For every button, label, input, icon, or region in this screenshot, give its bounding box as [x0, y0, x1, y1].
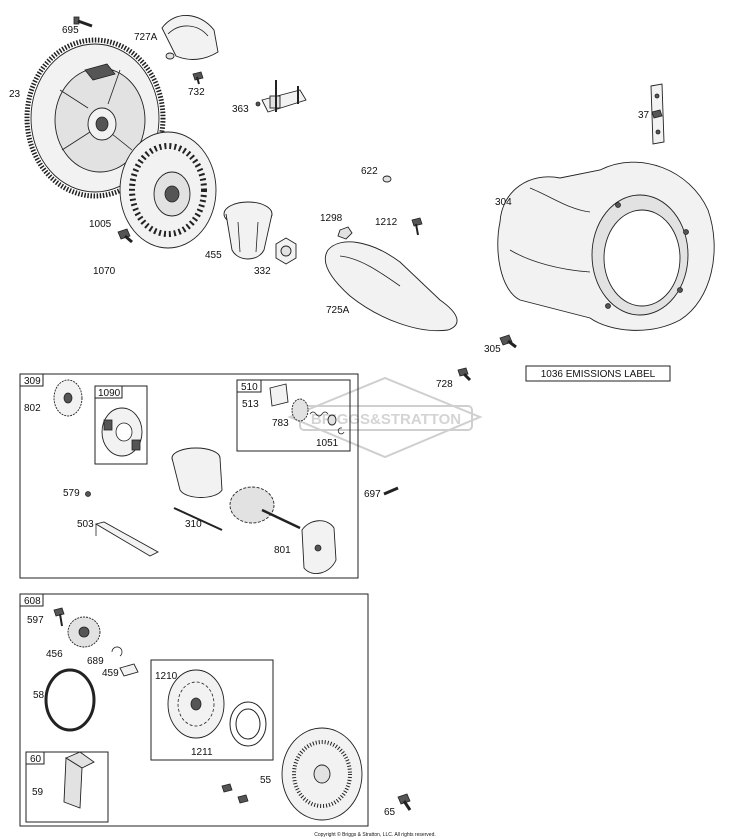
pawl-459-illustration [119, 663, 139, 677]
label-65: 65 [384, 807, 396, 818]
label-305: 305 [484, 344, 501, 355]
group-309-frame [19, 373, 359, 579]
label-363: 363 [232, 104, 249, 115]
guard-725a-illustration [324, 241, 458, 332]
screw-1212-illustration [411, 217, 423, 236]
group-608-frame [19, 593, 369, 827]
label-455: 455 [205, 250, 222, 261]
copyright-notice: Copyright © Briggs & Stratton, LLC. All … [314, 831, 436, 838]
pawl-456-illustration [67, 616, 101, 648]
label-1211: 1211 [191, 747, 213, 758]
label-689: 689 [87, 656, 104, 667]
bolt-305-illustration [499, 334, 517, 349]
label-513: 513 [242, 399, 259, 410]
screen-455-illustration [223, 201, 273, 260]
bracket-503-illustration [94, 521, 159, 557]
label-801: 801 [274, 545, 291, 556]
bracket-363-illustration [255, 80, 307, 113]
end-cap-801-illustration [301, 520, 337, 575]
armature-illustration [229, 486, 301, 530]
bolt-697-illustration [383, 486, 399, 496]
nut-332-illustration [275, 237, 297, 265]
plate-802-illustration [53, 379, 83, 417]
rope-58-illustration [44, 668, 96, 732]
label-597: 597 [27, 615, 44, 626]
label-1051: 1051 [316, 438, 339, 449]
label-579: 579 [63, 488, 80, 499]
group-608-tag [19, 593, 44, 607]
label-697: 697 [364, 489, 381, 500]
label-622: 622 [361, 166, 378, 177]
label-728: 728 [436, 379, 453, 390]
label-727a: 727A [134, 32, 158, 43]
group-510-tag [236, 379, 262, 393]
spring-1211-illustration [229, 701, 267, 747]
group-1090-tag [94, 385, 123, 399]
fan-1005-illustration [119, 131, 217, 249]
group-60-tag [25, 751, 45, 765]
housing-304-illustration [497, 161, 715, 331]
label-60: 60 [30, 754, 42, 765]
pulley-1210-illustration [167, 669, 225, 739]
label-58: 58 [33, 690, 45, 701]
plate-37-illustration [650, 83, 665, 145]
label-1298: 1298 [320, 213, 343, 224]
handle-59-illustration [63, 751, 95, 809]
bolt-310-illustration [173, 507, 223, 531]
label-510: 510 [241, 382, 258, 393]
watermark-text: BRIGGS&STRATTON [311, 411, 461, 428]
nut-1298-illustration [337, 226, 353, 240]
bolt-1070-illustration [117, 228, 133, 244]
frame-illustration [171, 447, 223, 498]
label-456: 456 [46, 649, 63, 660]
label-309: 309 [24, 376, 41, 387]
emissions-label: 1036 EMISSIONS LABEL [541, 369, 656, 380]
label-37: 37 [638, 110, 650, 121]
label-732: 732 [188, 87, 205, 98]
label-1210: 1210 [155, 671, 178, 682]
screw-732-illustration [192, 71, 204, 85]
label-23: 23 [9, 89, 21, 100]
label-310: 310 [185, 519, 202, 530]
starter-55-illustration [281, 727, 363, 821]
bolt-695-illustration [73, 16, 93, 28]
label-459: 459 [102, 668, 119, 679]
bolt-728-illustration [457, 367, 472, 382]
label-55: 55 [260, 775, 272, 786]
bolt-65-illustration [397, 793, 412, 811]
label-304: 304 [495, 197, 512, 208]
group-1210-frame [150, 659, 274, 761]
bolts-starter-illustration [221, 783, 249, 804]
label-802: 802 [24, 403, 41, 414]
flywheel-illustration [24, 37, 166, 199]
group-60-frame [25, 751, 109, 823]
label-1005: 1005 [89, 219, 112, 230]
nut-579-illustration [85, 491, 91, 497]
label-1212: 1212 [375, 217, 398, 228]
screw-597-illustration [53, 607, 65, 627]
label-608: 608 [24, 596, 41, 607]
label-1090: 1090 [98, 388, 121, 399]
label-1070: 1070 [93, 266, 116, 277]
shield-727a-illustration [161, 15, 219, 60]
drive-510-illustration [269, 383, 345, 435]
emissions-label-box [525, 365, 671, 382]
label-725a: 725A [326, 305, 350, 316]
label-332: 332 [254, 266, 271, 277]
group-510-frame [236, 379, 351, 452]
group-309-tag [19, 373, 44, 387]
label-503: 503 [77, 519, 94, 530]
label-59: 59 [32, 787, 44, 798]
label-695: 695 [62, 25, 79, 36]
brush-holder-1090-illustration [101, 407, 143, 457]
label-783: 783 [272, 418, 289, 429]
washer-622-illustration [382, 175, 392, 183]
spring-689-illustration [111, 646, 123, 657]
